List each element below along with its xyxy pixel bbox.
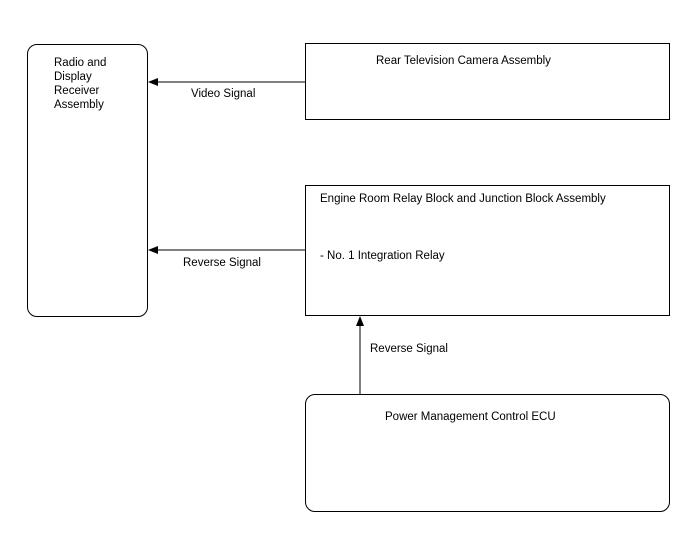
power-management-ecu-box xyxy=(305,394,670,512)
power-management-ecu-label: Power Management Control ECU xyxy=(385,411,556,423)
reverse-signal-label-ecu: Reverse Signal xyxy=(370,343,448,355)
reverse-signal-connector-ecu xyxy=(356,316,364,394)
rear-camera-box xyxy=(305,43,670,120)
radio-label-line-4: Assembly xyxy=(54,99,104,111)
reverse-signal-label-radio: Reverse Signal xyxy=(183,257,261,269)
video-signal-connector xyxy=(148,78,305,86)
relay-block-label: Engine Room Relay Block and Junction Blo… xyxy=(320,193,606,205)
radio-label-line-3: Receiver xyxy=(54,85,100,97)
radio-label-line-1: Radio and xyxy=(54,57,107,69)
video-signal-label: Video Signal xyxy=(191,88,256,100)
radio-display-receiver-box xyxy=(27,44,148,317)
relay-block-box xyxy=(305,185,670,316)
reverse-signal-connector-radio xyxy=(148,246,305,254)
rear-camera-label: Rear Television Camera Assembly xyxy=(376,55,551,67)
radio-label-line-2: Display xyxy=(54,71,92,83)
integration-relay-label: - No. 1 Integration Relay xyxy=(320,250,445,262)
